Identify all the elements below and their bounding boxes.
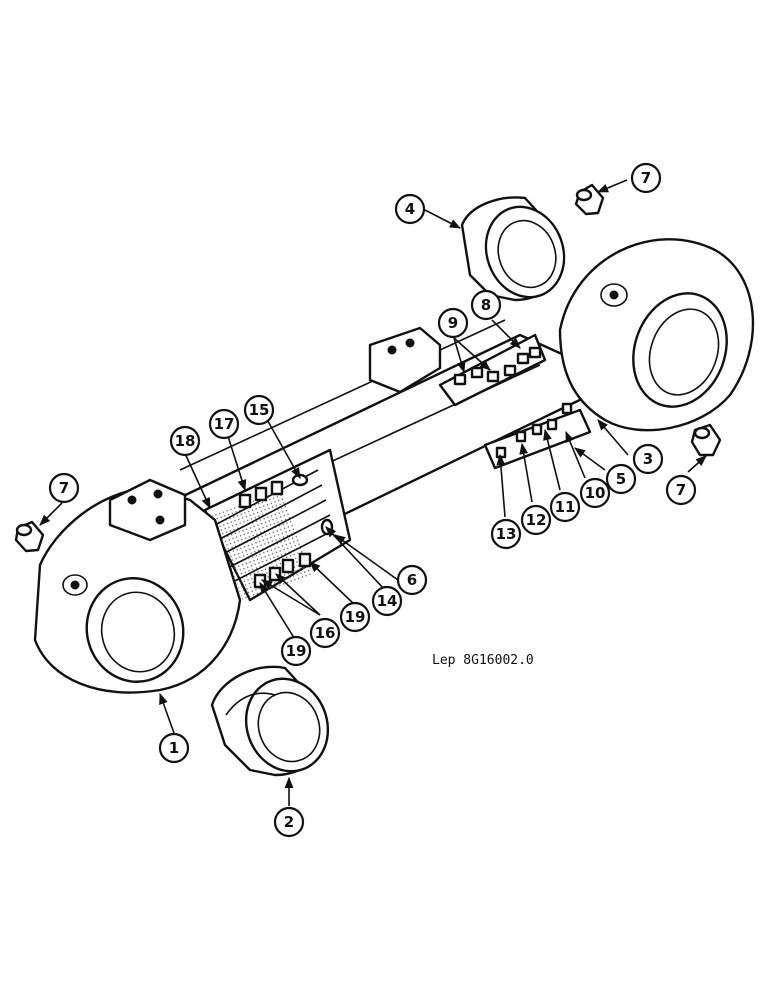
svg-text:1: 1 <box>169 739 179 757</box>
svg-text:10: 10 <box>585 484 606 502</box>
svg-text:14: 14 <box>377 592 398 610</box>
callouts: 1 2 3 4 5 6 7 7 7 8 9 10 11 12 13 14 15 … <box>48 162 697 838</box>
callout-12: 12 <box>520 504 552 536</box>
svg-text:15: 15 <box>249 401 270 419</box>
svg-text:2: 2 <box>284 813 294 831</box>
callout-6: 6 <box>396 564 428 596</box>
callout-7-top: 7 <box>630 162 662 194</box>
callout-5: 5 <box>605 463 637 495</box>
bushing-lower <box>210 665 330 777</box>
svg-text:12: 12 <box>526 511 547 529</box>
svg-text:5: 5 <box>616 470 626 488</box>
grease-nipple-left <box>14 520 45 553</box>
callout-19-left: 19 <box>280 635 312 667</box>
svg-text:4: 4 <box>405 200 415 218</box>
grease-nipple-right <box>690 423 722 457</box>
piston-seals <box>238 473 334 589</box>
callout-9: 9 <box>437 307 469 339</box>
flange-block <box>368 326 442 394</box>
callout-18: 18 <box>169 425 201 457</box>
callout-13: 13 <box>490 518 522 550</box>
cylinder-barrel <box>33 448 352 694</box>
callout-14: 14 <box>371 585 403 617</box>
svg-text:19: 19 <box>286 642 307 660</box>
grease-nipple-top <box>574 183 605 216</box>
callout-7-right: 7 <box>665 474 697 506</box>
lower-seal-grooves <box>483 402 592 470</box>
callout-16: 16 <box>309 617 341 649</box>
callout-8: 8 <box>470 289 502 321</box>
callout-3: 3 <box>632 443 664 475</box>
callout-11: 11 <box>549 491 581 523</box>
svg-text:13: 13 <box>496 525 517 543</box>
svg-text:7: 7 <box>59 479 69 497</box>
upper-seal-grooves <box>438 333 547 407</box>
bushing-upper <box>460 196 566 302</box>
svg-text:7: 7 <box>676 481 686 499</box>
svg-text:16: 16 <box>315 624 336 642</box>
svg-text:18: 18 <box>175 432 196 450</box>
svg-text:8: 8 <box>481 296 491 314</box>
callout-7-left: 7 <box>48 472 80 504</box>
callout-19-right: 19 <box>339 601 371 633</box>
svg-text:17: 17 <box>214 415 235 433</box>
svg-text:11: 11 <box>555 498 576 516</box>
svg-text:3: 3 <box>643 450 653 468</box>
callout-15: 15 <box>243 394 275 426</box>
callout-4: 4 <box>394 193 426 225</box>
callout-10: 10 <box>579 477 611 509</box>
leader-lines <box>39 179 707 806</box>
svg-text:7: 7 <box>641 169 651 187</box>
svg-text:6: 6 <box>407 571 417 589</box>
svg-text:9: 9 <box>448 314 458 332</box>
drawing-reference-label: Lep 8G16002.0 <box>432 653 534 668</box>
callout-17: 17 <box>208 408 240 440</box>
callout-2: 2 <box>273 806 305 838</box>
svg-text:19: 19 <box>345 608 366 626</box>
callout-1: 1 <box>158 732 190 764</box>
